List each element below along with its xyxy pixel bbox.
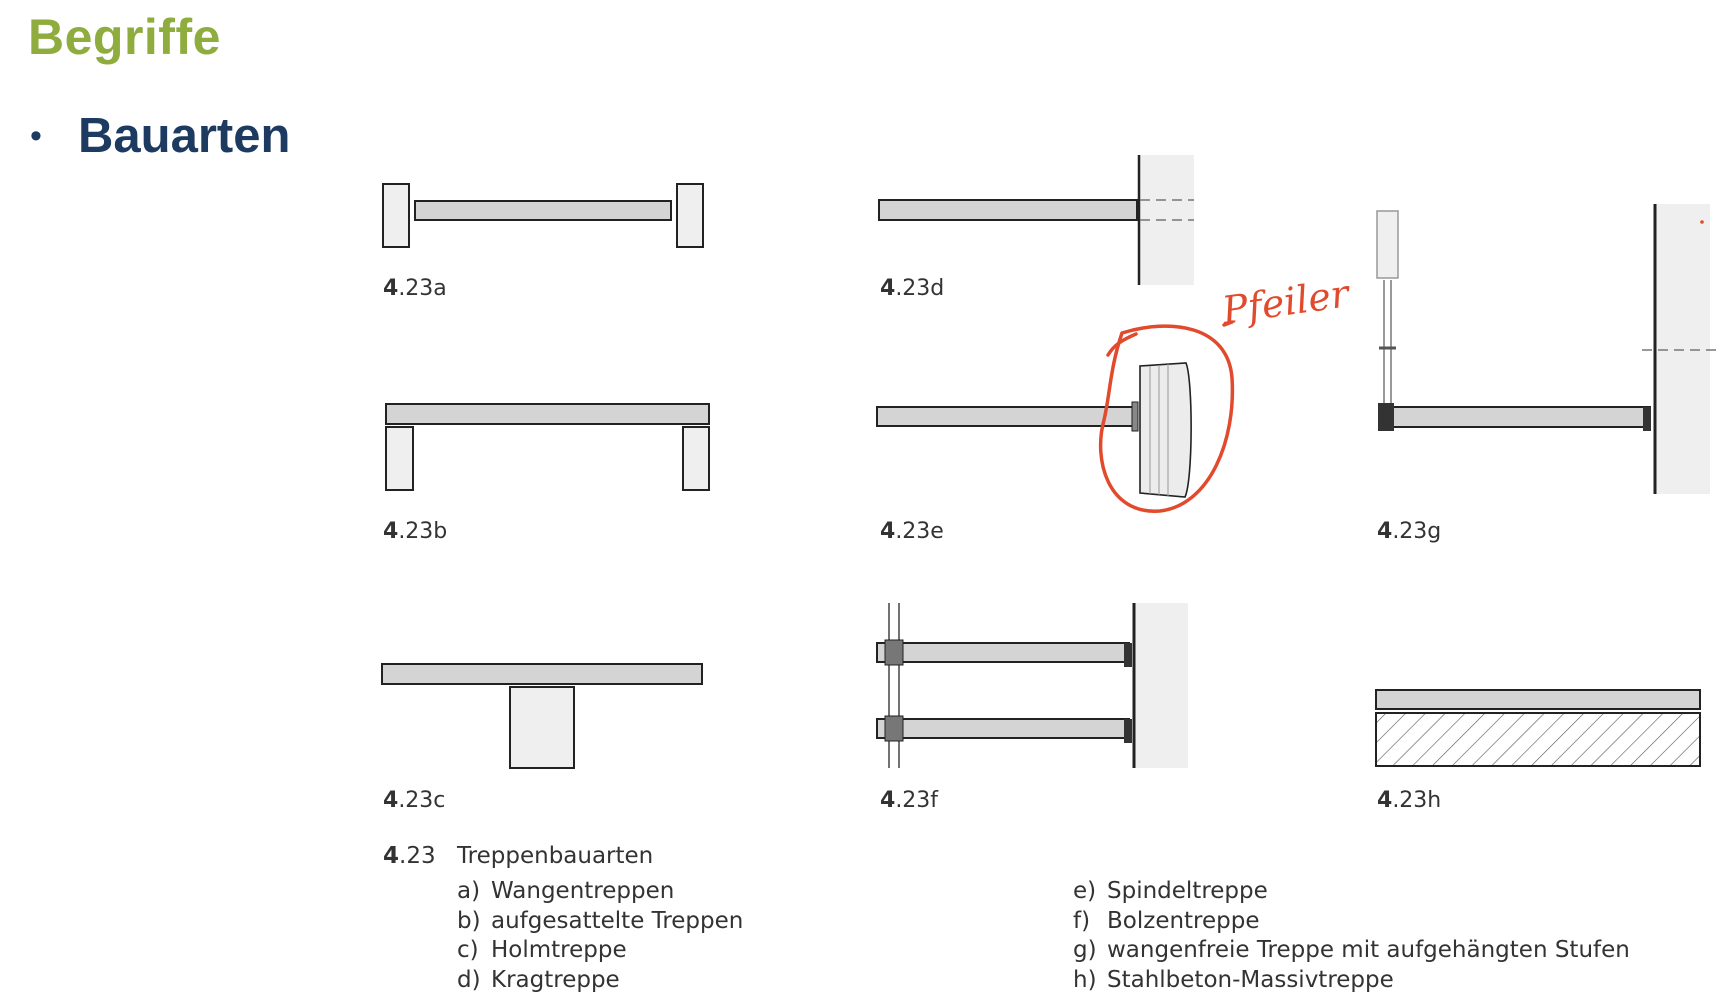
bullet-heading: Bauarten xyxy=(78,109,291,163)
list-item: b)aufgesattelte Treppen xyxy=(457,907,744,934)
figure-label-4-23g: 4.23g xyxy=(1377,519,1442,544)
list-item: c)Holmtreppe xyxy=(457,937,627,963)
annotation-circle xyxy=(1098,220,1704,513)
caption-list-right: e)Spindeltreppe f)Bolzentreppe g)wangenf… xyxy=(1073,878,1630,996)
list-item: d)Kragtreppe xyxy=(457,966,620,993)
caption-ref: 4.23 xyxy=(383,843,436,869)
caption-list-left: a)Wangentreppen b)aufgesattelte Treppen … xyxy=(457,878,743,996)
list-item: f)Bolzentreppe xyxy=(1073,907,1260,934)
caption-title: Treppenbauarten xyxy=(457,843,654,869)
drawing-4-23h xyxy=(1375,689,1701,767)
figure-label-4-23d: 4.23d xyxy=(880,276,945,301)
figure-label-4-23h: 4.23h xyxy=(1377,788,1442,813)
figure-label-4-23b: 4.23b xyxy=(383,519,448,544)
drawing-4-23c xyxy=(381,663,703,769)
figure-label-4-23e: 4.23e xyxy=(880,519,944,544)
list-item: g)wangenfreie Treppe mit aufgehängten St… xyxy=(1073,937,1630,963)
drawing-4-23g xyxy=(1376,204,1722,494)
drawing-4-23a xyxy=(382,183,704,248)
drawing-4-23b xyxy=(385,403,710,491)
bullet-icon: • xyxy=(30,117,42,155)
list-item: a)Wangentreppen xyxy=(457,878,675,904)
bullet-item: • Bauarten xyxy=(30,108,290,164)
drawing-4-23d xyxy=(878,155,1194,285)
list-item: e)Spindeltreppe xyxy=(1073,878,1268,904)
figure-label-4-23a: 4.23a xyxy=(383,276,447,301)
figure-label-4-23c: 4.23c xyxy=(383,788,446,813)
figure-label-4-23f: 4.23f xyxy=(880,788,939,813)
drawing-4-23f xyxy=(876,603,1188,768)
list-item: h)Stahlbeton-Massivtreppe xyxy=(1073,966,1394,993)
page-title: Begriffe xyxy=(28,9,221,65)
drawing-4-23e xyxy=(876,362,1192,498)
